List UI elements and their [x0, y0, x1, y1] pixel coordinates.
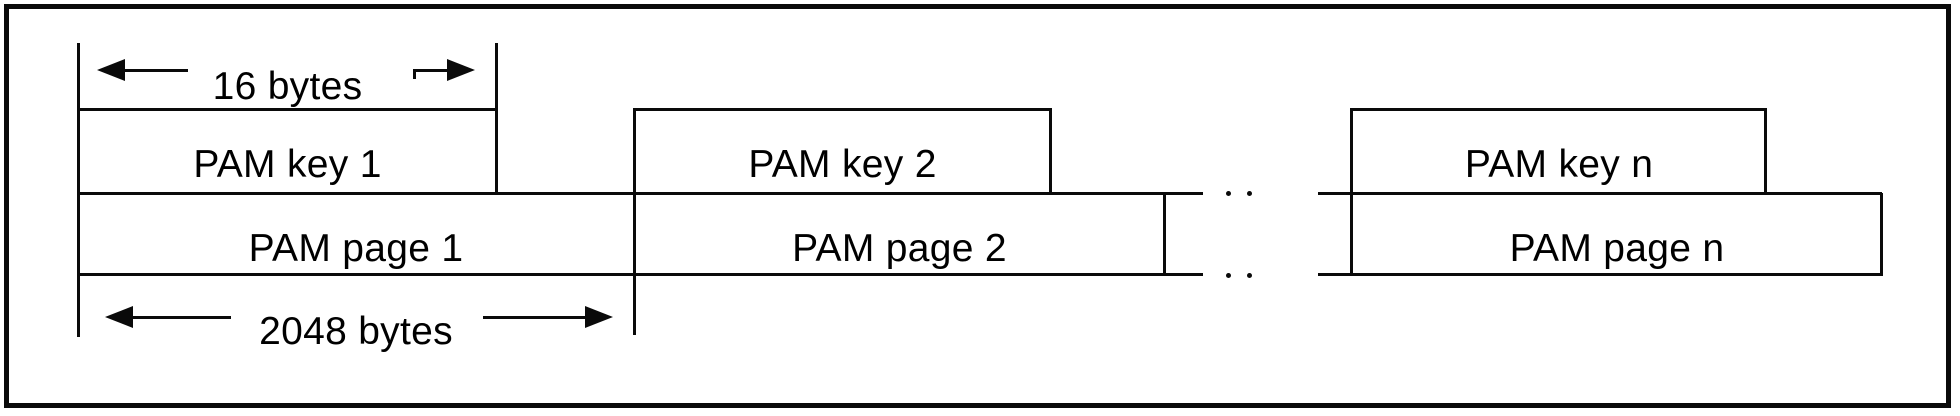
right-arrow-shaft: [413, 69, 455, 72]
right-arrow-tail-tick: [413, 69, 416, 79]
left-arrow-shaft: [131, 316, 231, 319]
page-n-right-edge-line: [1880, 193, 1883, 276]
page-size-label: 2048 bytes: [259, 310, 453, 353]
pam-page-1-box: PAM page 1: [78, 193, 634, 275]
ellipsis-dot: [1226, 191, 1231, 196]
page-bottom-line: [77, 273, 1203, 276]
page-bottom-line-n: [1318, 273, 1882, 276]
figure-border: [4, 4, 1951, 408]
key1-top-line: [77, 108, 498, 111]
pam-key-n-box: PAM key n: [1352, 109, 1766, 193]
left-arrow-icon: [97, 59, 125, 81]
pam-page-n-box: PAM page n: [1352, 193, 1882, 275]
right-arrow-shaft: [483, 316, 587, 319]
ellipsis-dot: [1226, 273, 1231, 278]
pam-key-2-label: PAM key 2: [748, 143, 937, 186]
left-arrow-icon: [105, 306, 133, 328]
pam-page-2-box: PAM page 2: [634, 193, 1165, 275]
ellipsis-dot: [1247, 273, 1252, 278]
page2-right-edge-line: [1163, 193, 1166, 276]
key-page-divider-line-n: [1318, 192, 1882, 195]
page1-page2-boundary-line: [633, 109, 636, 335]
key-n-right-edge-line: [1764, 109, 1767, 195]
right-arrow-icon: [447, 59, 475, 81]
ellipsis-dot: [1247, 191, 1252, 196]
right-arrow-icon: [585, 306, 613, 328]
pam-key-1-label: PAM key 1: [193, 143, 382, 186]
pam-key-n-label: PAM key n: [1464, 143, 1654, 186]
key-page-divider-line: [77, 192, 1203, 195]
left-arrow-shaft: [123, 69, 188, 72]
key1-right-boundary-line: [495, 43, 498, 193]
key-size-label: 16 bytes: [212, 65, 363, 108]
pam-page-n-label: PAM page n: [1509, 227, 1725, 270]
key-n-top-line: [1350, 108, 1767, 111]
pam-page-2-label: PAM page 2: [792, 227, 1007, 270]
dim-boundary-left-line: [77, 43, 80, 337]
key2-right-edge-line: [1049, 109, 1052, 195]
pam-page-1-label: PAM page 1: [248, 227, 464, 270]
pam-key-2-box: PAM key 2: [634, 109, 1051, 193]
key2-top-line: [633, 108, 1052, 111]
pam-key-1-box: PAM key 1: [78, 109, 497, 193]
